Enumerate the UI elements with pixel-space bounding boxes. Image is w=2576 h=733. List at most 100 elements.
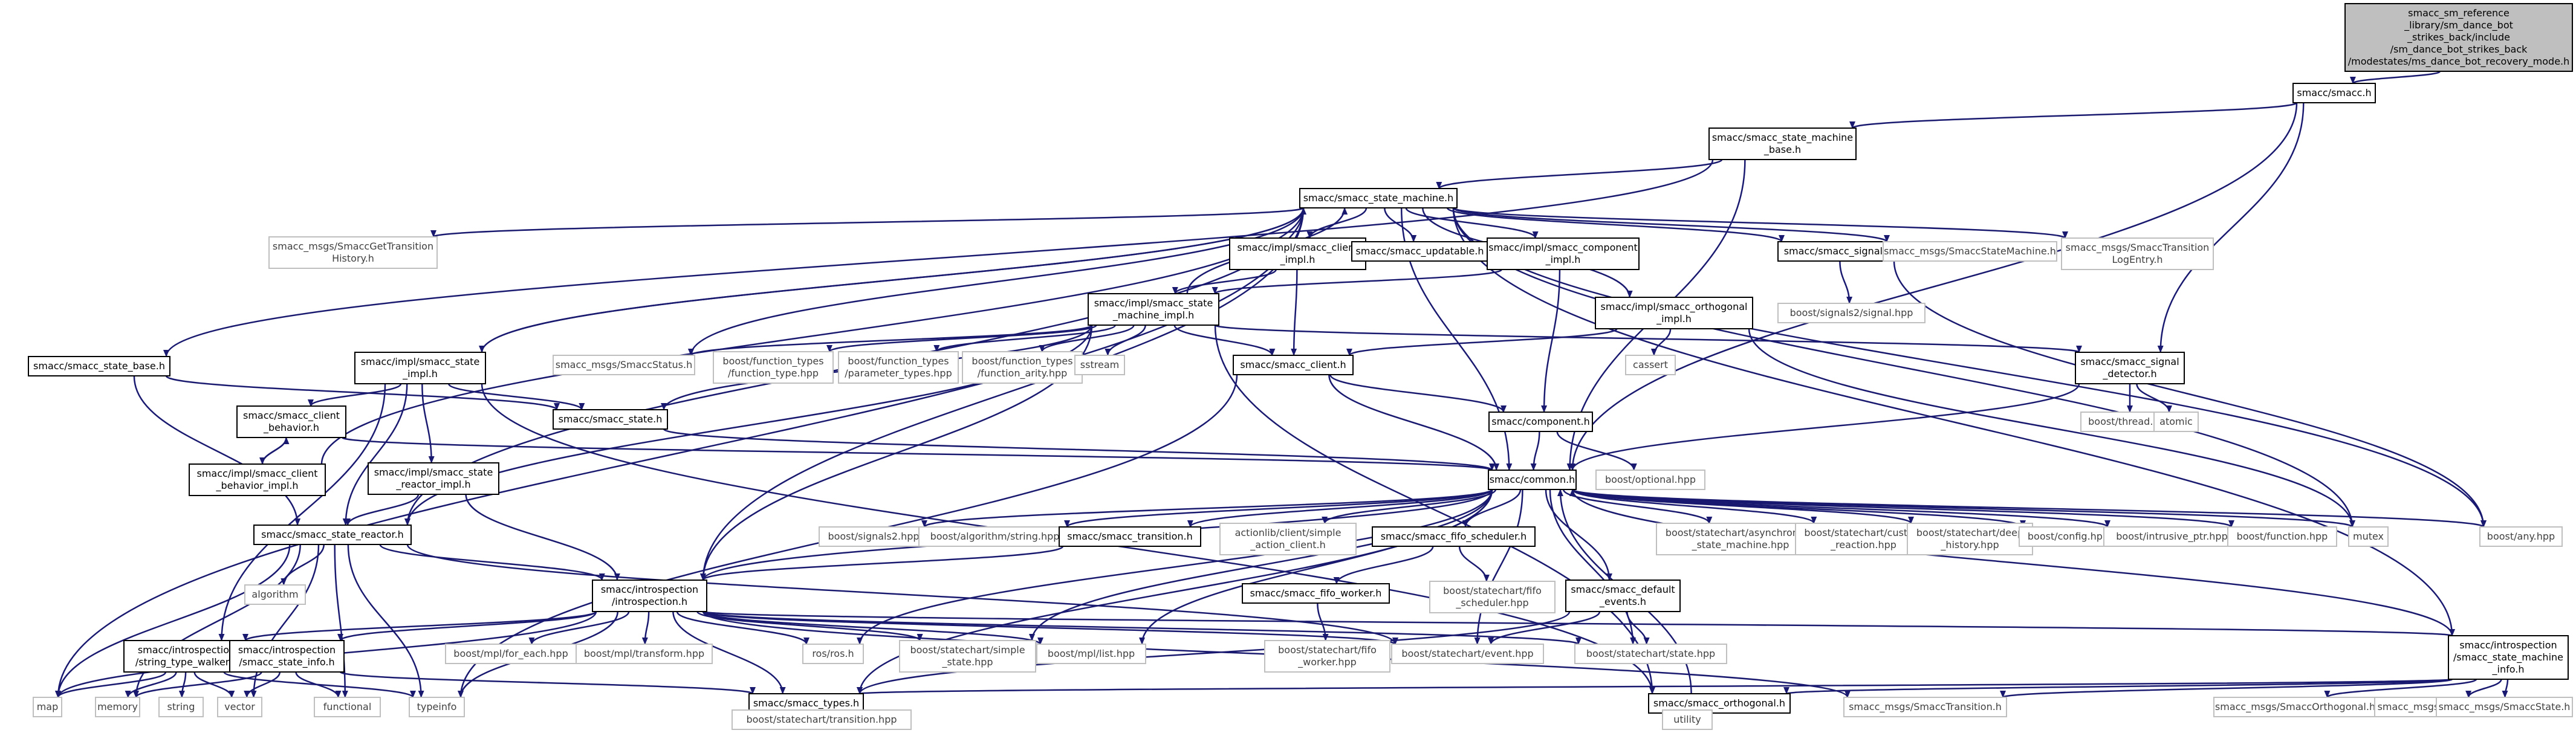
edge-state-impl-to-stw (218, 383, 386, 641)
node-sm-impl[interactable]: smacc/impl/smacc_state_machine_impl.h (1088, 293, 1219, 326)
node-label: _machine_impl.h (1112, 309, 1195, 321)
node-box (1219, 523, 1357, 555)
node-label: _strikes_back/include (2407, 31, 2510, 44)
node-label: _worker.hpp (1297, 656, 1357, 668)
edge-state-impl-to-reactor-impl (421, 383, 435, 463)
node-box (1059, 526, 1201, 547)
node-fifo-worker[interactable]: smacc/smacc_fifo_worker.h (1242, 583, 1390, 604)
node-state-impl[interactable]: smacc/impl/smacc_state_impl.h (354, 352, 486, 384)
node-updatable[interactable]: smacc/smacc_updatable.h (1351, 241, 1488, 262)
edge-sig-detector-to-atomic (2136, 383, 2172, 413)
edge-reactor-to-event-hpp (406, 544, 1398, 645)
node-box (2213, 697, 2377, 717)
node-component-impl[interactable]: smacc/impl/smacc_component_impl.h (1487, 237, 1640, 270)
node-box (732, 709, 912, 730)
node-signal-h[interactable]: smacc/smacc_signal.h (1777, 241, 1898, 262)
node-label: boost/mpl/for_each.hpp (453, 648, 568, 660)
node-reactor-impl[interactable]: smacc/impl/smacc_state_reactor_impl.h (368, 462, 499, 495)
node-cb-impl[interactable]: smacc/impl/smacc_client_behavior_impl.h (189, 463, 326, 496)
edge-component-impl-to-component-h (1541, 269, 1561, 413)
node-label: smacc/smacc_state_machine (1712, 132, 1853, 144)
node-box (802, 644, 864, 664)
node-smacc-h[interactable]: smacc/smacc.h (2292, 83, 2376, 103)
node-label: boost/signals2/signal.hpp (1790, 307, 1913, 318)
node-client-behavior[interactable]: smacc/smacc_client_behavior.h (236, 405, 346, 438)
node-label: _action_client.h (1250, 539, 1325, 551)
node-box (1351, 241, 1488, 262)
node-client-h[interactable]: smacc/smacc_client.h (1233, 355, 1354, 375)
node-fifo-sched[interactable]: smacc/smacc_fifo_scheduler.h (1372, 526, 1536, 547)
edge-introspection-to-stw (242, 610, 597, 642)
node-ssi[interactable]: smacc/introspection/smacc_state_info.h (229, 640, 345, 673)
node-state-h[interactable]: smacc/smacc_state.h (553, 409, 668, 430)
node-label: smacc_msgs/SmaccStateMachine.h (1884, 245, 2056, 257)
node-fifo-worker-hpp: boost/statechart/fifo_worker.hpp (1264, 640, 1390, 673)
node-label: smacc/smacc_state.h (559, 413, 663, 425)
edge-smi-to-msgstate (2502, 679, 2509, 698)
edge-smacc-h-to-common (1569, 102, 2298, 471)
node-box (819, 526, 929, 547)
edge-sm-to-msgstatemachine (1452, 207, 1890, 243)
node-label: boost/statechart/fifo (1278, 644, 1377, 656)
node-label: _history.hpp (1940, 539, 1999, 551)
node-sig-detector[interactable]: smacc/smacc_signal_detector.h (2075, 352, 2185, 384)
node-smi[interactable]: smacc/introspection/smacc_state_machine_… (2448, 635, 2569, 680)
edge-client-behavior-to-common (341, 436, 1495, 471)
node-sm-base[interactable]: smacc/smacc_state_machine_base.h (1708, 128, 1857, 160)
node-sm[interactable]: smacc/smacc_state_machine.h (1299, 188, 1458, 208)
edge-client-h-to-component-h (1329, 374, 1507, 413)
node-introspection[interactable]: smacc/introspection/introspection.h (592, 580, 707, 612)
node-box (368, 462, 499, 495)
edge-reactor-to-memory (133, 544, 301, 698)
node-box (1708, 128, 1857, 160)
node-label: _scheduler.hpp (1455, 597, 1528, 609)
edge-stw-to-vector (193, 671, 235, 698)
node-default-events[interactable]: smacc/smacc_default_events.h (1565, 580, 1681, 612)
node-msgstatus: smacc_msgs/SmaccStatus.h (553, 355, 695, 375)
node-reactor[interactable]: smacc/smacc_state_reactor.h (253, 525, 412, 545)
node-label: smacc/smacc_client (243, 410, 340, 422)
node-box (2227, 526, 2337, 547)
node-label: functional (323, 701, 372, 712)
node-atomic: atomic (2153, 412, 2199, 432)
node-client-impl[interactable]: smacc/impl/smacc_client_impl.h (1229, 237, 1366, 270)
node-label: smacc/impl/smacc_client (197, 468, 318, 480)
node-box (1907, 523, 2033, 555)
node-component-h[interactable]: smacc/component.h (1488, 412, 1593, 432)
node-orthogonal[interactable]: smacc/smacc_orthogonal.h (1648, 693, 1791, 714)
node-box (1777, 241, 1898, 262)
node-box (1625, 355, 1676, 375)
node-label: smacc/impl/smacc_state (374, 467, 493, 479)
node-label: smacc_msgs/SmaccOrthogonal.h (2215, 701, 2375, 713)
edge-sm-to-component-impl (1405, 207, 1539, 239)
node-label: smacc/introspection (2459, 639, 2557, 651)
node-label: smacc/smacc.h (2297, 87, 2371, 98)
node-config: boost/config.hpp (2019, 526, 2118, 547)
edge-stw-to-string (178, 671, 187, 698)
node-box (1372, 526, 1536, 547)
node-label: smacc/smacc_signal (2080, 356, 2179, 368)
node-label: ros/ros.h (812, 648, 854, 659)
node-orth-impl[interactable]: smacc/impl/smacc_orthogonal_impl.h (1595, 297, 1753, 329)
node-state-hpp: boost/statechart/state.hpp (1574, 644, 1727, 664)
node-stw[interactable]: smacc/introspection/string_type_walker.h (123, 640, 250, 673)
edge-sm-to-client-impl (1306, 207, 1367, 239)
node-box (2348, 526, 2389, 547)
node-state-base[interactable]: smacc/smacc_state_base.h (28, 356, 170, 376)
edge-transition-h-to-introspection (700, 545, 1064, 581)
node-label: smacc/impl/smacc_client (1238, 242, 1358, 254)
node-label: /introspection.h (612, 596, 687, 607)
edge-state-impl-to-reactor (342, 383, 408, 526)
node-common[interactable]: smacc/common.h (1488, 470, 1577, 490)
node-any: boost/any.hpp (2479, 526, 2563, 547)
node-mpl-transform: boost/mpl/transform.hpp (576, 644, 713, 664)
edge-cb-impl-to-client-behavior (261, 437, 290, 465)
node-transition-h[interactable]: smacc/smacc_transition.h (1059, 526, 1201, 547)
edge-cb-impl-to-sm (320, 207, 1306, 465)
node-root[interactable]: smacc_sm_reference_library/sm_dance_bot_… (2344, 3, 2573, 72)
edge-ssi-to-functional (295, 671, 342, 698)
node-vector: vector (217, 697, 262, 717)
edge-root-to-smacc-h (2350, 70, 2441, 85)
node-label: smacc/smacc_fifo_scheduler.h (1381, 531, 1527, 543)
